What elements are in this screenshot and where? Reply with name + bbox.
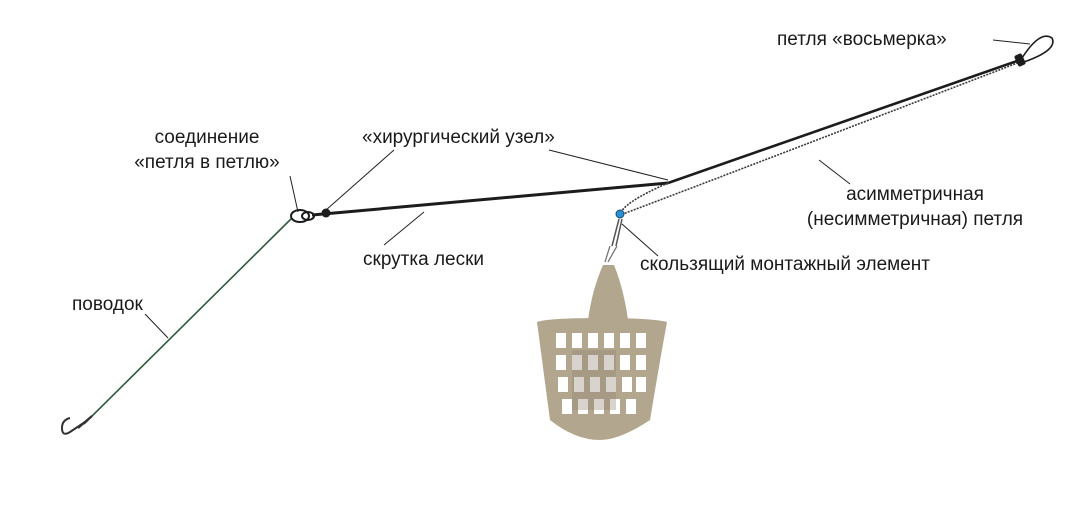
callout-lines <box>144 39 1031 339</box>
hook-icon <box>60 415 93 435</box>
label-asym-loop-1: асимметричная <box>846 184 984 205</box>
asym-loop-lower <box>618 61 1021 217</box>
label-leader: поводок <box>72 294 143 315</box>
leader-line <box>83 217 293 425</box>
feeder-cage-icon <box>537 265 667 440</box>
label-loop-connection-1: соединение <box>154 127 260 148</box>
line-twist <box>311 181 669 217</box>
label-figure-eight-loop: петля «восьмерка» <box>777 29 947 50</box>
label-loop-connection-2: «петля в петлю» <box>134 152 280 173</box>
swivel-icon <box>604 209 625 263</box>
label-surgeon-knot: «хирургический узел» <box>362 127 555 148</box>
main-line-upper <box>667 58 1021 185</box>
label-line-twist: скрутка лески <box>363 249 485 270</box>
label-asym-loop-2: (несимметричная) петля <box>806 209 1024 230</box>
figure-eight-loop <box>1014 35 1054 67</box>
label-sliding-element: скользящий монтажный элемент <box>640 254 930 275</box>
